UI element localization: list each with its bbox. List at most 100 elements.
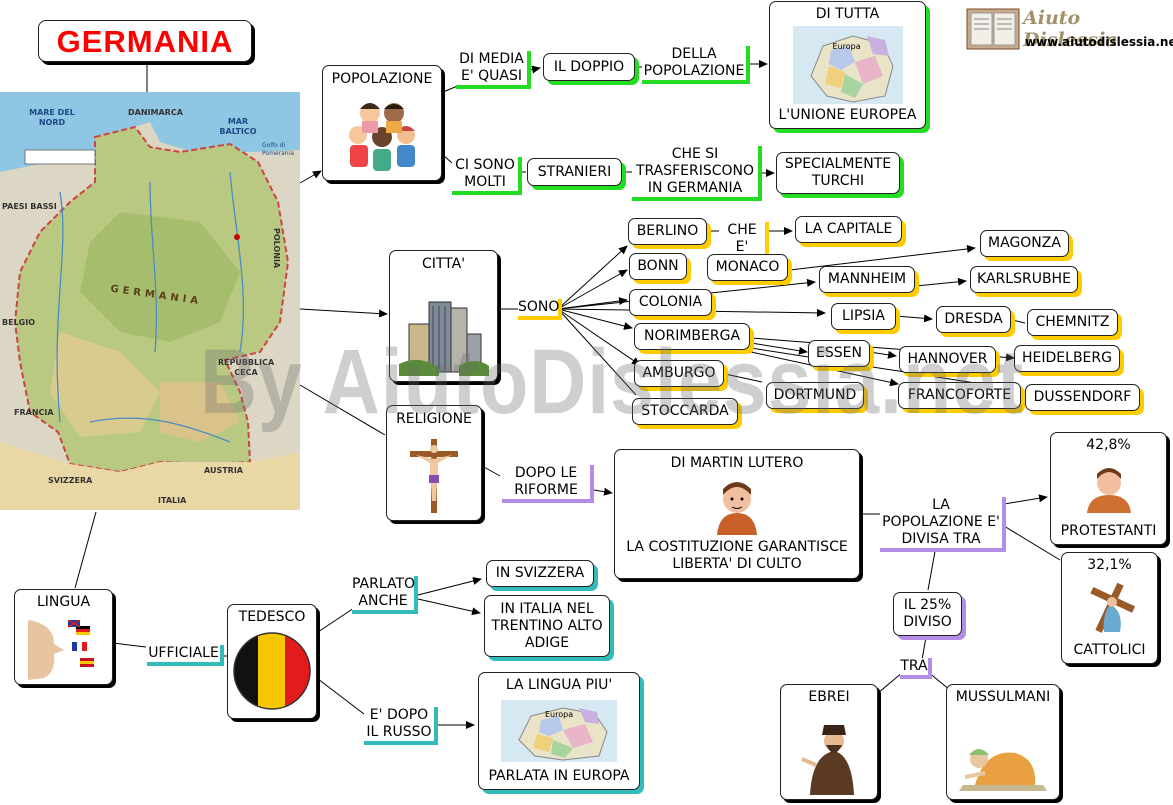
- map-label-francia: FRANCIA: [14, 408, 54, 417]
- flag-circle-icon: [233, 632, 311, 710]
- lingua-map-caption: Europa: [545, 710, 574, 719]
- node-martin-lutero: DI MARTIN LUTERO LA COSTITUZIONE GARANTI…: [614, 449, 860, 579]
- node-cattolici: 32,1% CATTOLICI: [1061, 552, 1158, 664]
- label-popolazione-divisa: LA POPOLAZIONE E' DIVISA TRA: [880, 497, 1006, 552]
- city-lipsia: LIPSIA: [831, 303, 896, 330]
- map-label-polonia: POLONIA: [272, 228, 281, 269]
- religione-node: RELIGIONE: [386, 405, 482, 521]
- lingua-label: LINGUA: [36, 594, 91, 610]
- city-dresda: DRESDA: [936, 306, 1011, 333]
- watermark: By AiutoDislessia.net: [200, 331, 1025, 433]
- label-ufficiale: UFFICIALE: [147, 645, 224, 666]
- people-group-icon: [349, 103, 415, 171]
- map-label-repubblica-ceca: REPUBBLICA CECA: [217, 358, 275, 377]
- label-di-media: DI MEDIA E' QUASI: [456, 51, 531, 89]
- node-ebrei: EBREI: [780, 684, 878, 800]
- protestanti-pct: 42,8%: [1086, 437, 1131, 453]
- europe-map-icon-2: [501, 700, 617, 762]
- node-unione-europea: DI TUTTA Europa L'UNIONE EUROPEA: [769, 1, 926, 129]
- label-parlato-anche: PARLATO ANCHE: [352, 576, 418, 614]
- cattolici-pct: 32,1%: [1087, 557, 1132, 573]
- title-box: GERMANIA: [38, 20, 252, 62]
- piu-bottom-label: PARLATA IN EUROPA: [488, 768, 630, 784]
- catholic-cross-icon: [1089, 582, 1135, 633]
- ue-bottom-label: L'UNIONE EUROPEA: [778, 107, 917, 123]
- ebrei-label: EBREI: [808, 689, 850, 705]
- node-stranieri: STRANIERI: [527, 158, 622, 186]
- label-ci-sono-molti: CI SONO MOLTI: [452, 157, 522, 195]
- protestanti-label: PROTESTANTI: [1060, 523, 1157, 539]
- popolazione-label: POPOLAZIONE: [331, 71, 433, 87]
- map-label-mar-baltico: MAR BALTICO: [219, 117, 257, 136]
- citta-node: CITTA': [389, 250, 498, 382]
- label-dopo-le-riforme: DOPO LE RIFORME: [502, 465, 594, 503]
- city-essen: ESSEN: [808, 340, 870, 367]
- city-berlino: BERLINO: [628, 218, 707, 245]
- lutero-bottom-label: LA COSTITUZIONE GARANTISCE LIBERTA' DI C…: [626, 539, 848, 572]
- city-heidelberg: HEIDELBERG: [1014, 345, 1120, 372]
- city-norimberga: NORIMBERGA: [634, 323, 750, 350]
- city-francoforte: FRANCOFORTE: [898, 382, 1021, 409]
- label-dopo-il-russo: E' DOPO IL RUSSO: [364, 707, 438, 745]
- religione-label: RELIGIONE: [396, 411, 472, 427]
- tedesco-label: TEDESCO: [238, 609, 306, 625]
- lingua-node: LINGUA: [14, 589, 113, 685]
- europe-map-lingua: Europa: [501, 700, 617, 762]
- city-magonza: MAGONZA: [980, 230, 1069, 257]
- node-mussulmani: MUSSULMANI: [946, 684, 1060, 800]
- city-colonia: COLONIA: [629, 289, 712, 316]
- city-dussendorf: DUSSENDORF: [1025, 384, 1140, 411]
- buildings-icon: [398, 301, 489, 376]
- jewish-man-icon: [801, 725, 854, 795]
- node-turchi: SPECIALMENTE TURCHI: [776, 152, 900, 194]
- mussulmani-label: MUSSULMANI: [955, 689, 1051, 705]
- piu-top-label: LA LINGUA PIU': [505, 677, 613, 693]
- node-lingua-piu-parlata: LA LINGUA PIU' Europa PARLATA IN EUROPA: [478, 672, 640, 790]
- protestant-person-icon: [1086, 467, 1131, 513]
- cattolici-label: CATTOLICI: [1073, 642, 1146, 658]
- citta-label: CITTA': [421, 256, 466, 272]
- popolazione-node: POPOLAZIONE: [322, 65, 442, 181]
- map-label-svizzera: SVIZZERA: [48, 476, 93, 485]
- label-tra: TRA: [900, 658, 932, 679]
- label-sono: SONO: [518, 299, 562, 320]
- logo: Aiuto Dislessia www.aiutodislessia.net: [965, 5, 1173, 53]
- logo-brand: Aiuto Dislessia: [1023, 7, 1118, 51]
- praying-muslim-icon: [959, 749, 1047, 791]
- map-label-belgio: BELGIO: [2, 318, 36, 327]
- node-il-doppio: IL DOPPIO: [543, 53, 635, 81]
- node-il-25-diviso: IL 25% DIVISO: [893, 592, 962, 636]
- node-tedesco: TEDESCO: [227, 604, 317, 719]
- city-monaco: MONACO: [707, 254, 788, 281]
- node-la-capitale: LA CAPITALE: [795, 216, 902, 243]
- germany-map-graphic: [0, 92, 300, 510]
- label-trasferiscono: CHE SI TRASFERISCONO IN GERMANIA: [632, 146, 762, 201]
- label-della-popolazione: DELLA POPOLAZIONE: [642, 46, 750, 84]
- speaking-flags-icon: [27, 620, 94, 680]
- map-label-danimarca: DANIMARCA: [128, 108, 183, 117]
- node-in-italia: IN ITALIA NEL TRENTINO ALTO ADIGE: [484, 595, 610, 657]
- node-protestanti: 42,8% PROTESTANTI: [1050, 432, 1167, 545]
- book-logo-icon: [966, 8, 1020, 50]
- page-title: GERMANIA: [56, 23, 234, 59]
- ue-top-label: DI TUTTA: [815, 6, 880, 22]
- logo-url: www.aiutodislessia.net: [1025, 35, 1173, 49]
- node-in-svizzera: IN SVIZZERA: [486, 560, 594, 587]
- germany-map: MARE DEL NORD DANIMARCA MAR BALTICO Golf…: [0, 92, 300, 510]
- map-label-austria: AUSTRIA: [204, 466, 243, 475]
- europe-map-icon: [792, 26, 903, 104]
- city-bonn: BONN: [629, 253, 687, 280]
- city-karlsruhe: KARLSRUBHE: [970, 266, 1078, 293]
- city-stoccarda: STOCCARDA: [632, 398, 738, 425]
- city-amburgo: AMBURGO: [634, 360, 724, 387]
- ue-map-caption: Europa: [832, 42, 861, 51]
- crucifix-icon: [410, 439, 458, 513]
- map-label-golfo: Golfo di Pomerania: [262, 142, 294, 157]
- city-chemnitz: CHEMNITZ: [1027, 309, 1118, 336]
- map-label-italia: ITALIA: [158, 496, 187, 505]
- lutero-top-label: DI MARTIN LUTERO: [670, 455, 804, 471]
- city-mannheim: MANNHEIM: [819, 266, 915, 293]
- city-dortmund: DORTMUND: [766, 382, 864, 409]
- map-label-paesi-bassi: PAESI BASSI: [2, 202, 57, 211]
- europe-map-small: Europa: [792, 26, 903, 104]
